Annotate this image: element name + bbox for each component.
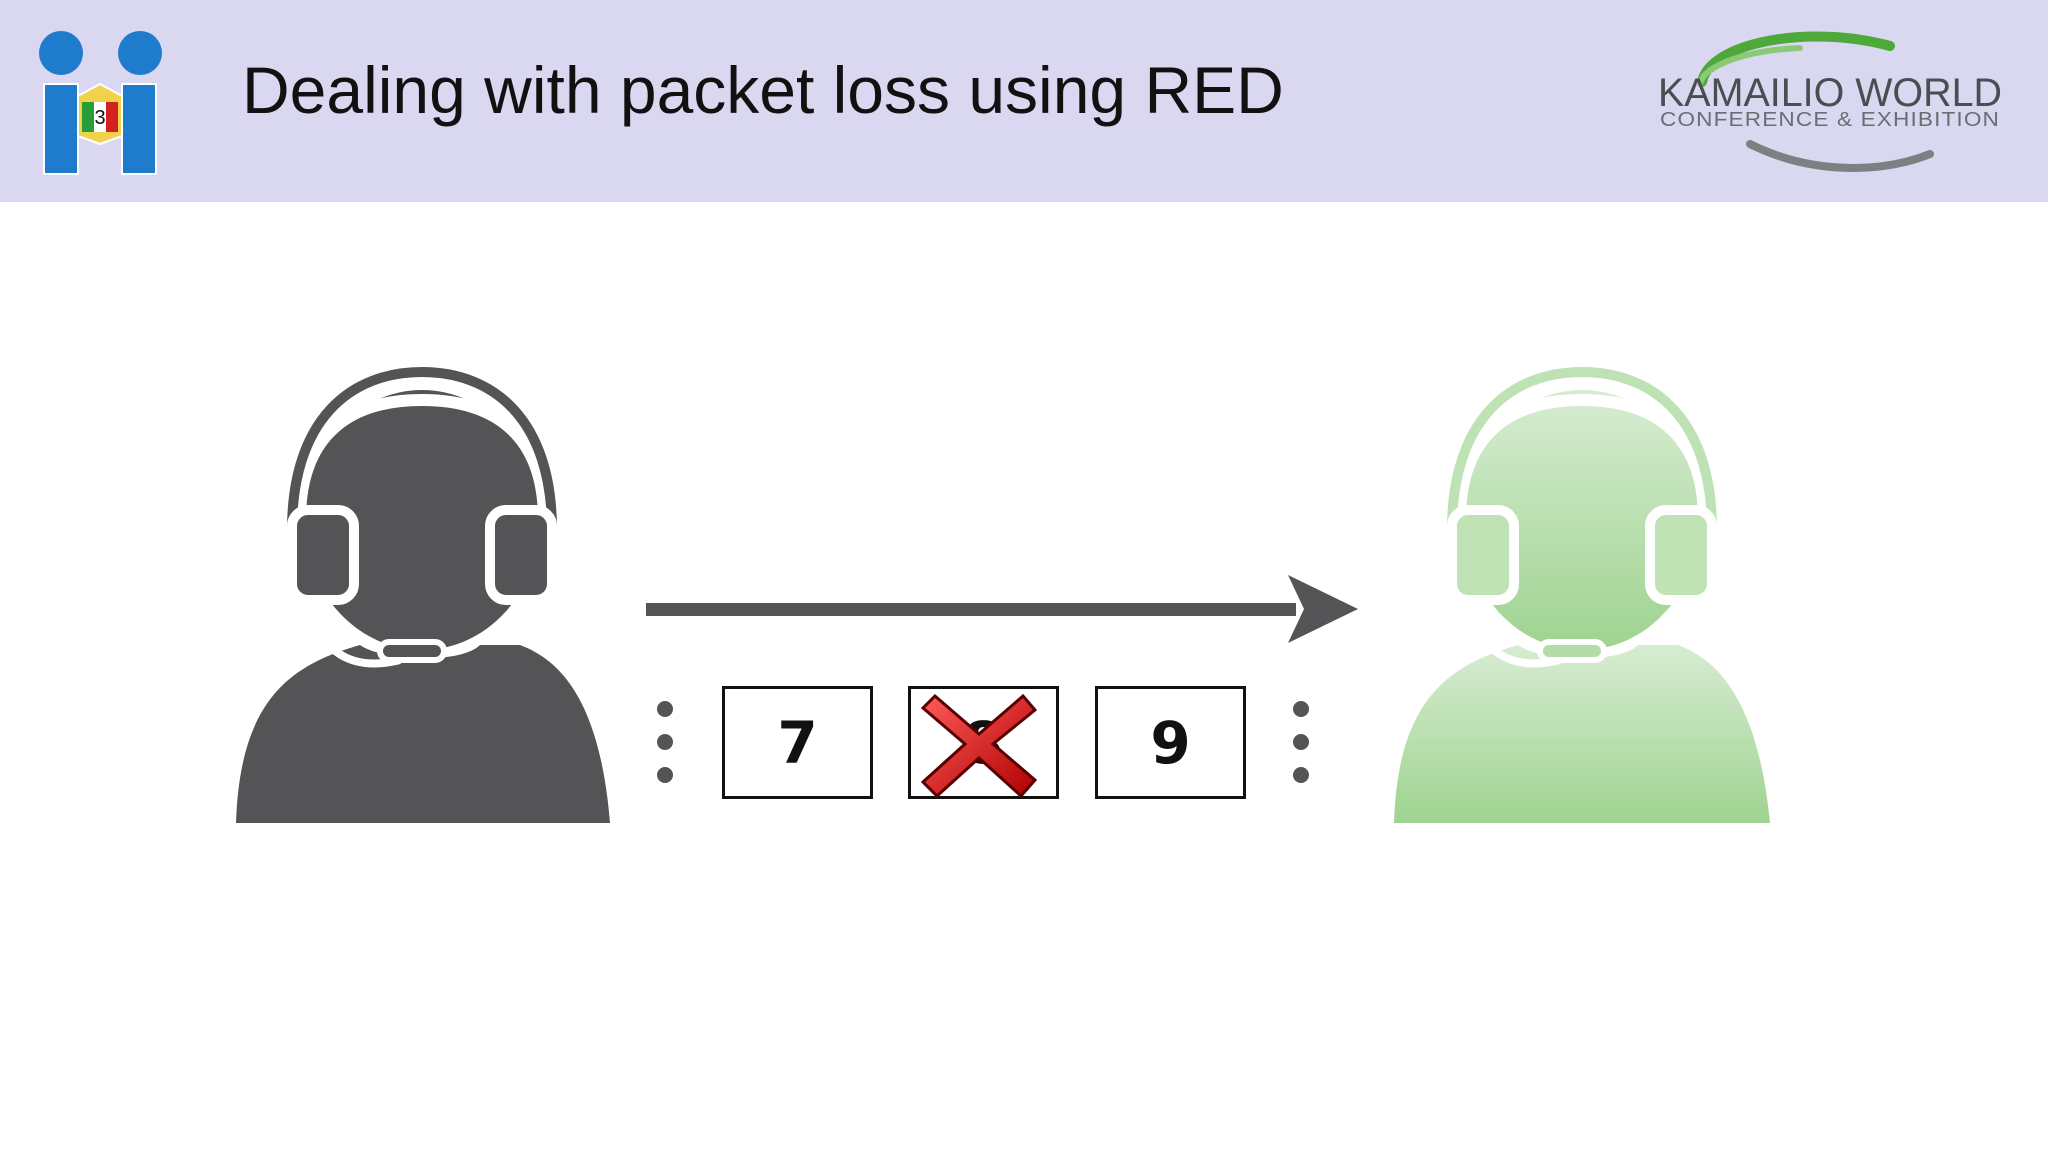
red-x-icon [921, 693, 1037, 799]
header-bar: 3 Dealing with packet loss using RED KAM… [0, 0, 2048, 202]
packet-box: 9 [1095, 686, 1246, 799]
page-title: Dealing with packet loss using RED [242, 53, 1284, 127]
kamailio-world-logo: KAMAILIO WORLD CONFERENCE & EXHIBITION [1658, 31, 2002, 172]
logo-line1: KAMAILIO WORLD [1658, 71, 2002, 115]
packet-label: 9 [1150, 708, 1191, 777]
logo-line2: CONFERENCE & EXHIBITION [1660, 109, 2000, 131]
sender-headset-user-icon [236, 366, 610, 823]
vertical-dots-icon [1293, 701, 1309, 783]
right-arrow-icon [646, 575, 1358, 643]
two-people-logo-icon: 3 [39, 31, 162, 175]
vertical-dots-icon [657, 701, 673, 783]
logo-badge-number: 3 [94, 107, 105, 129]
receiver-headset-user-icon [1394, 366, 1770, 823]
packet-label: 7 [777, 708, 818, 777]
packet-box: 7 [722, 686, 873, 799]
